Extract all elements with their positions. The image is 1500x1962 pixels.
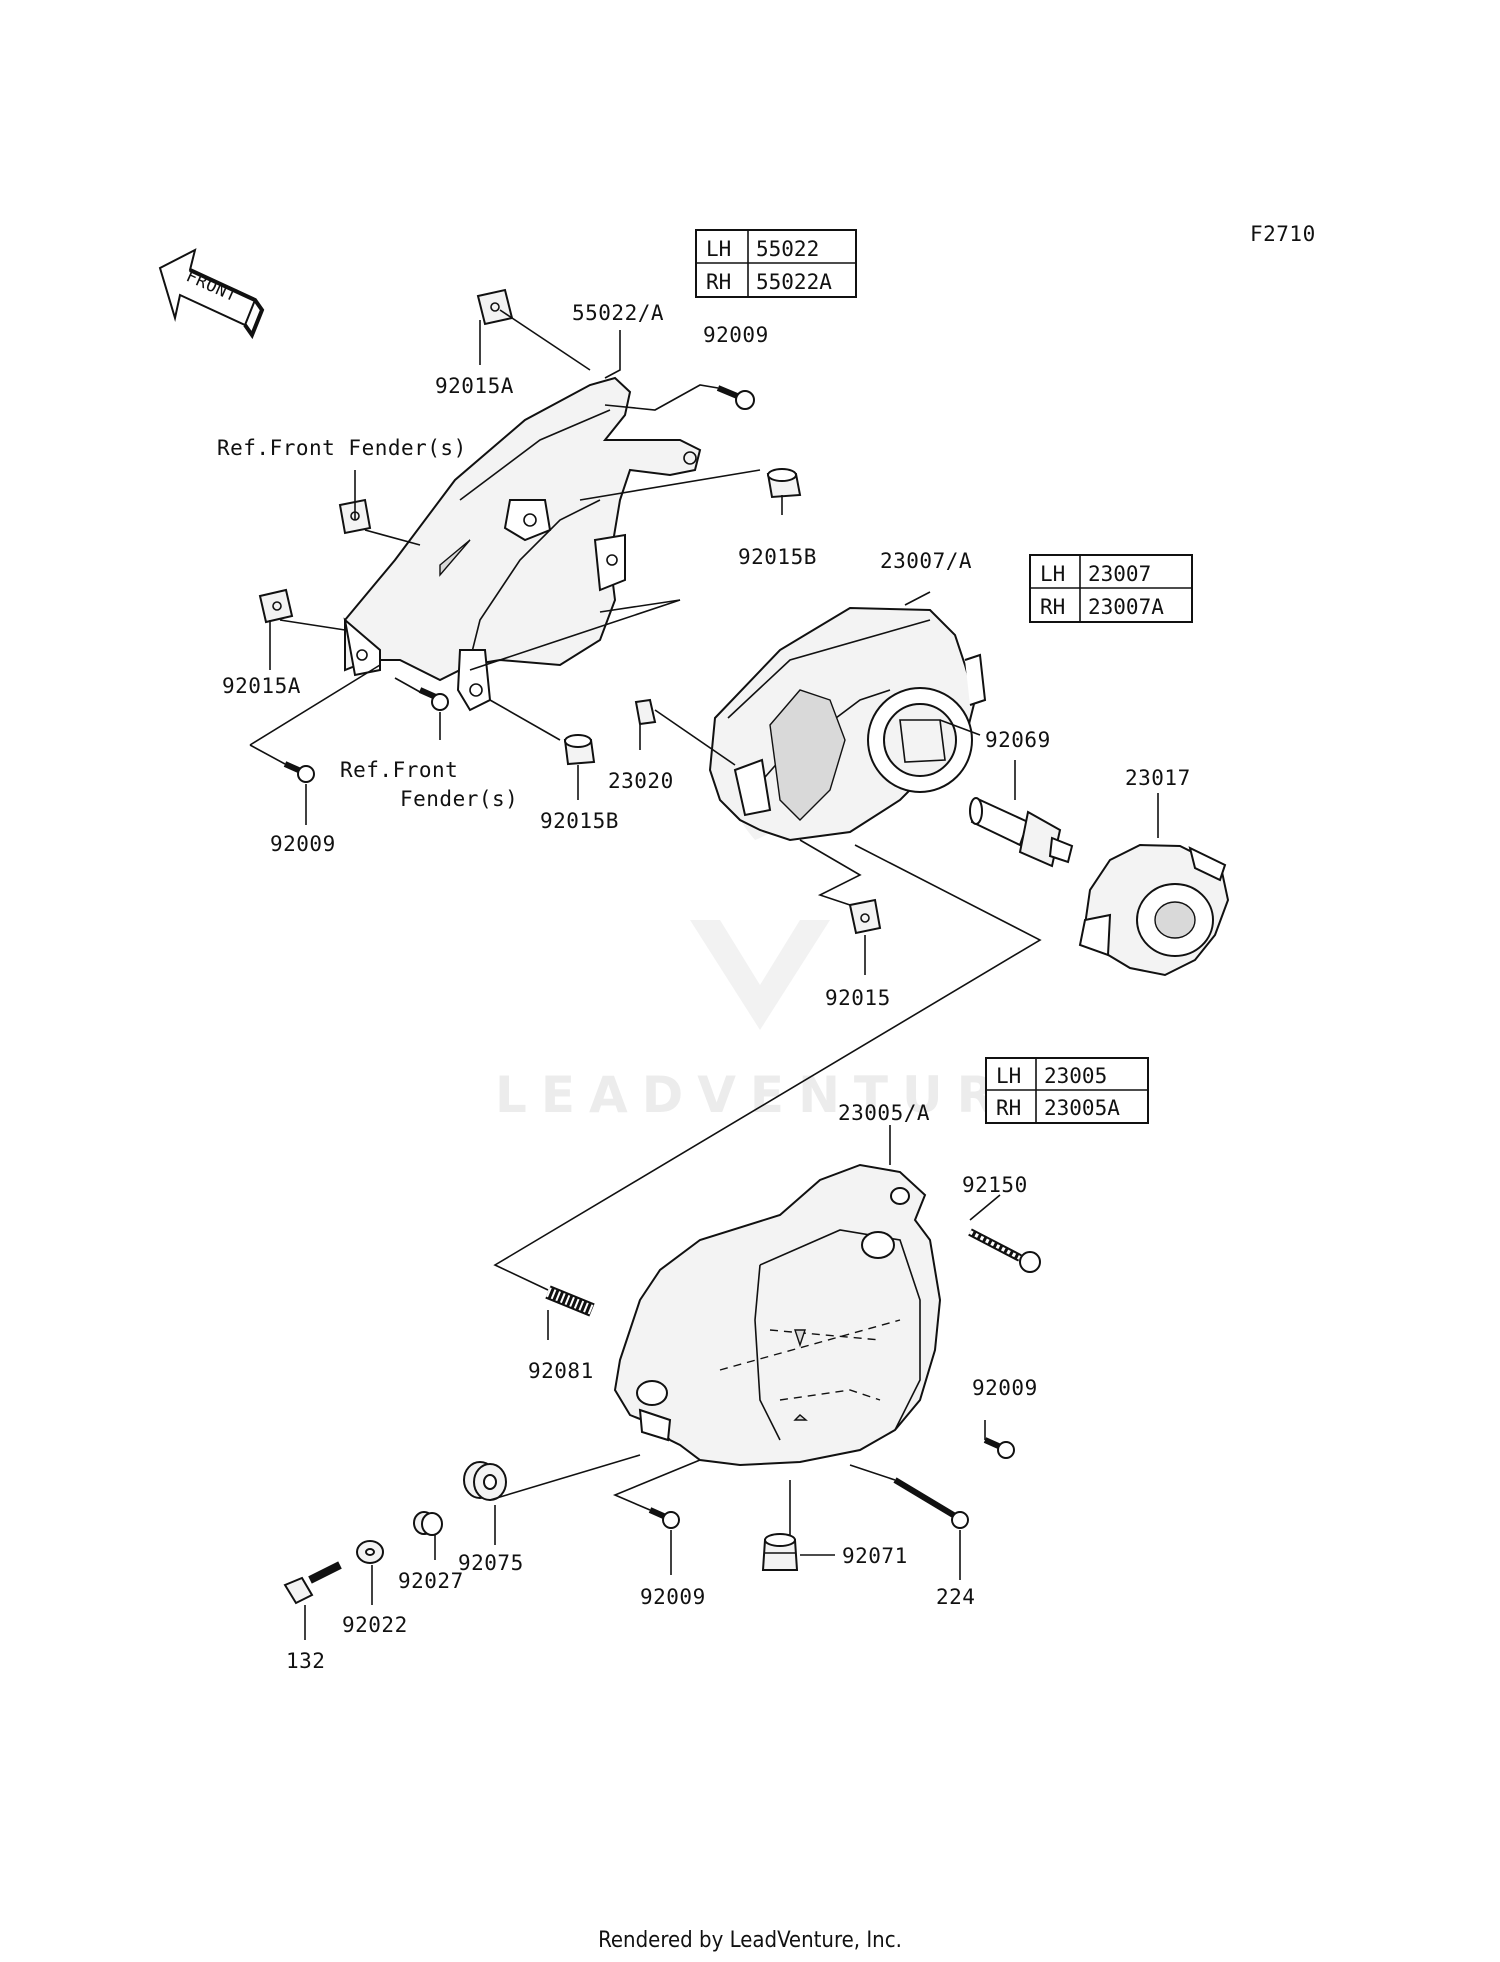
part-label: 92071 <box>842 1544 908 1568</box>
table-cell-side: RH <box>706 270 731 294</box>
grommet-part <box>463 1461 507 1501</box>
clip-nut-part <box>848 898 882 935</box>
leader-lines <box>249 309 1159 1640</box>
part-label: 132 <box>286 1649 325 1673</box>
bulb-cover-part <box>1078 843 1230 977</box>
screw-part <box>983 1437 1015 1459</box>
part-label: 92015A <box>435 374 514 398</box>
part-label: 224 <box>936 1585 975 1609</box>
footer-credit: Rendered by LeadVenture, Inc. <box>598 1928 902 1953</box>
part-label: 92009 <box>972 1376 1038 1400</box>
collar-part <box>766 468 802 499</box>
part-label: 92009 <box>270 832 336 856</box>
part-label: 23005/A <box>838 1101 930 1125</box>
clip-nut-part <box>258 588 294 624</box>
part-label: 92022 <box>342 1613 408 1637</box>
part-label: 23007/A <box>880 549 972 573</box>
part-label: 92069 <box>985 728 1051 752</box>
bolt-part <box>968 1228 1041 1273</box>
collar-part <box>413 1511 443 1536</box>
part-label: 55022/A <box>572 301 664 325</box>
table-cell-part: 23007 <box>1088 562 1151 586</box>
part-label: Fender(s) <box>400 787 518 811</box>
table-23007: LH 23007 RH 23007A <box>1029 554 1193 623</box>
table-cell-part: 23007A <box>1088 595 1164 619</box>
part-label: Ref.Front Fender(s) <box>217 436 467 460</box>
part-label: 23020 <box>608 769 674 793</box>
part-label: 92015A <box>222 674 301 698</box>
clip-nut-part <box>476 288 514 326</box>
screw-part <box>418 687 449 711</box>
table-cell-part: 55022A <box>756 270 832 294</box>
table-cell-part: 55022 <box>756 237 819 261</box>
watermark-text: LEADVENTURE <box>495 1066 1057 1124</box>
diagram-code: F2710 <box>1250 222 1316 246</box>
part-label: 92150 <box>962 1173 1028 1197</box>
screw-part <box>283 761 315 783</box>
table-cell-side: LH <box>1040 562 1065 586</box>
nut-part <box>634 698 657 726</box>
front-arrow-icon: FRONT <box>158 248 265 340</box>
part-label: 92015B <box>738 545 817 569</box>
table-55022: LH 55022 RH 55022A <box>695 229 857 298</box>
table-cell-side: RH <box>996 1096 1021 1120</box>
screw-part <box>716 385 755 410</box>
bolt-part <box>283 1561 342 1605</box>
headlight-bracket-part <box>343 376 702 712</box>
part-label: 92081 <box>528 1359 594 1383</box>
table-23005: LH 23005 RH 23005A <box>985 1057 1149 1124</box>
part-label: 92009 <box>703 323 769 347</box>
screw-part <box>648 1507 680 1529</box>
collar-part <box>563 734 596 766</box>
bulb-part <box>969 797 1074 868</box>
washer-part <box>356 1540 384 1564</box>
part-label: 92015B <box>540 809 619 833</box>
table-cell-part: 23005A <box>1044 1096 1120 1120</box>
screw-part <box>893 1477 969 1529</box>
part-label: 92009 <box>640 1585 706 1609</box>
part-label: Ref.Front <box>340 758 458 782</box>
part-label: 92015 <box>825 986 891 1010</box>
table-cell-side: RH <box>1040 595 1065 619</box>
table-cell-side: LH <box>996 1064 1021 1088</box>
table-cell-part: 23005 <box>1044 1064 1107 1088</box>
spring-part <box>545 1285 595 1317</box>
part-label: 92075 <box>458 1551 524 1575</box>
headlight-housing-part <box>613 1163 942 1467</box>
grommet-part <box>761 1533 799 1571</box>
part-label: 92027 <box>398 1569 464 1593</box>
table-cell-side: LH <box>706 237 731 261</box>
part-label: 23017 <box>1125 766 1191 790</box>
headlight-unit-part <box>708 606 987 842</box>
